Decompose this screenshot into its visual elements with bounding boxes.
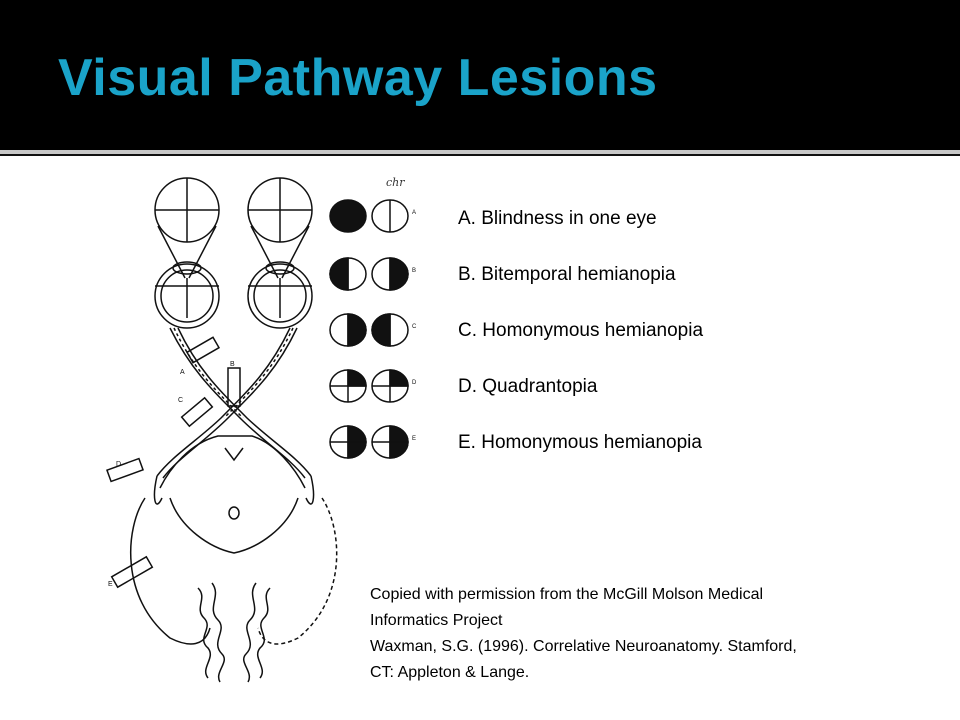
visual-pathway-diagram: A B C D E chr xyxy=(100,168,435,688)
field-defect-d xyxy=(329,369,409,403)
field-label: C xyxy=(412,324,417,330)
legend-item: B. Bitemporal hemianopia xyxy=(458,264,676,285)
legend-item: A. Blindness in one eye xyxy=(458,208,657,229)
credit-block: Copied with permission from the McGill M… xyxy=(370,582,930,686)
legend-item: C. Homonymous hemianopia xyxy=(458,320,704,341)
credit-line: CT: Appleton & Lange. xyxy=(370,664,530,681)
credit-line: Informatics Project xyxy=(370,612,503,629)
lesion-label: B xyxy=(230,361,235,368)
credit-line: Copied with permission from the McGill M… xyxy=(370,586,764,603)
field-label: B xyxy=(412,268,416,274)
field-defect-e xyxy=(329,425,409,459)
lesion-label: C xyxy=(178,397,183,404)
field-defect-c xyxy=(329,313,409,347)
field-label: A xyxy=(412,210,416,216)
legend-item: E. Homonymous hemianopia xyxy=(458,432,702,453)
lesion-label: D xyxy=(116,461,121,468)
field-defect-a xyxy=(329,199,409,233)
field-defect-b xyxy=(329,257,409,291)
left-eye xyxy=(154,263,220,329)
lesion-label: A xyxy=(180,369,185,376)
handwritten-annotation: chr xyxy=(386,176,405,189)
lesion-legend: A. Blindness in one eye B. Bitemporal he… xyxy=(458,205,703,485)
lesion-label: E xyxy=(108,581,113,588)
right-eye xyxy=(247,263,313,329)
legend-item: D. Quadrantopia xyxy=(458,376,598,397)
slide-title: Visual Pathway Lesions xyxy=(58,49,658,107)
title-divider xyxy=(0,150,960,154)
field-label: D xyxy=(412,380,417,386)
title-divider-dark xyxy=(0,154,960,156)
field-label: E xyxy=(412,436,416,442)
credit-line: Waxman, S.G. (1996). Correlative Neuroan… xyxy=(370,638,797,655)
title-bar: Visual Pathway Lesions xyxy=(0,0,960,150)
